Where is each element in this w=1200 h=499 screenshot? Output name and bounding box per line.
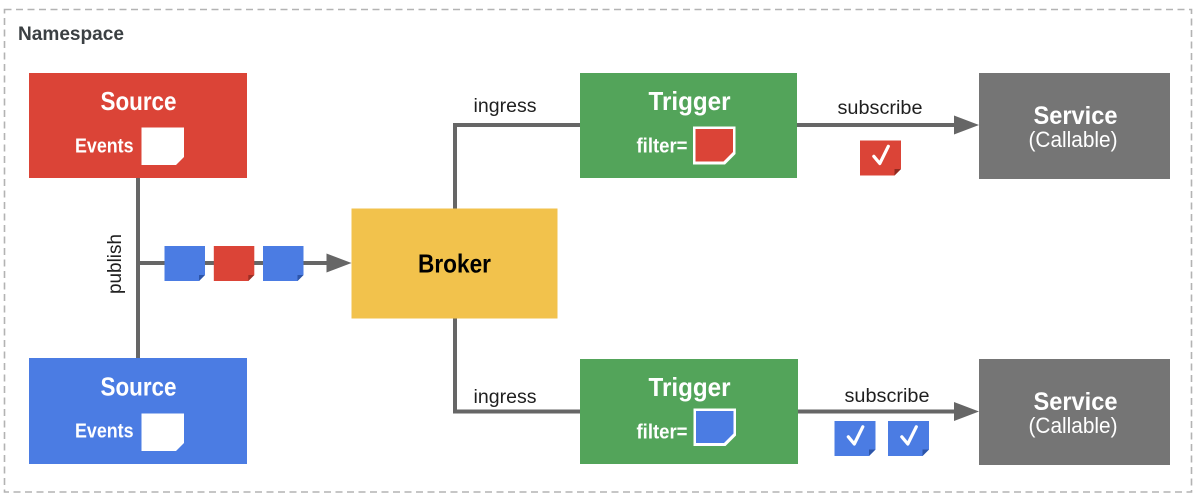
svg-text:(Callable): (Callable) bbox=[1029, 127, 1118, 152]
svg-text:Events: Events bbox=[75, 421, 134, 443]
svg-text:ingress: ingress bbox=[474, 95, 537, 117]
svg-text:filter=: filter= bbox=[637, 422, 688, 444]
svg-text:subscribe: subscribe bbox=[845, 385, 930, 407]
svg-text:Broker: Broker bbox=[418, 249, 491, 279]
svg-text:Source: Source bbox=[101, 86, 177, 116]
svg-text:Trigger: Trigger bbox=[649, 372, 731, 402]
svg-text:Events: Events bbox=[75, 136, 134, 158]
svg-text:ingress: ingress bbox=[474, 386, 537, 408]
svg-text:subscribe: subscribe bbox=[838, 97, 923, 119]
svg-text:Source: Source bbox=[101, 372, 177, 402]
svg-text:publish: publish bbox=[104, 234, 126, 294]
svg-text:Service: Service bbox=[1034, 102, 1118, 130]
svg-text:Trigger: Trigger bbox=[649, 86, 731, 116]
svg-text:Namespace: Namespace bbox=[18, 24, 124, 45]
svg-text:(Callable): (Callable) bbox=[1029, 413, 1118, 438]
svg-text:filter=: filter= bbox=[637, 136, 688, 158]
svg-text:Service: Service bbox=[1034, 388, 1118, 416]
